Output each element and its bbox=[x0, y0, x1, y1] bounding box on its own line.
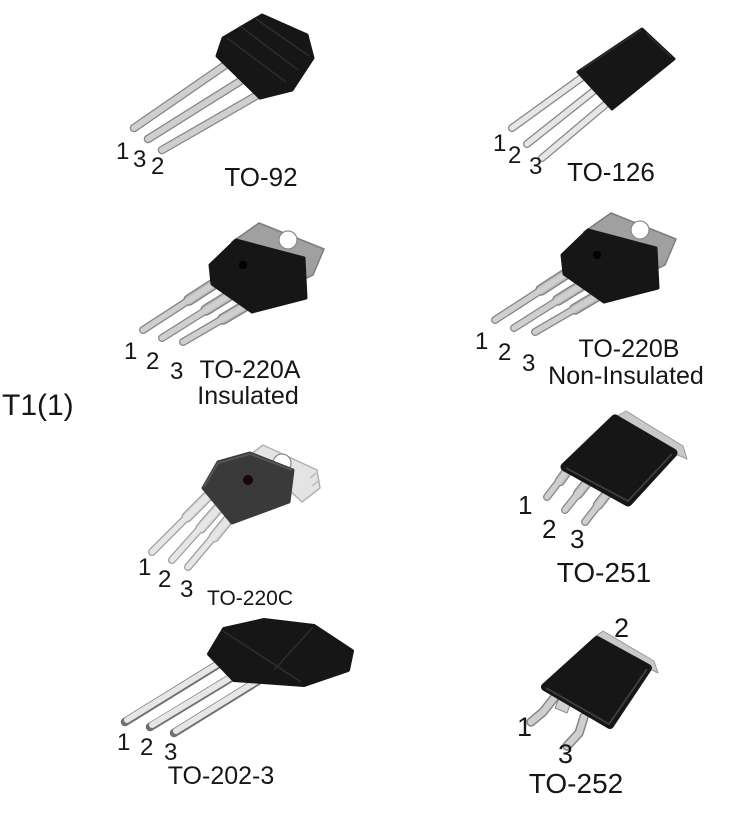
body-bevel bbox=[565, 453, 673, 503]
to-220c-illustration bbox=[148, 444, 321, 571]
pin-label: 1 bbox=[517, 712, 533, 742]
mold-dot bbox=[592, 250, 602, 260]
mounting-hole bbox=[278, 230, 298, 250]
leads bbox=[526, 693, 589, 751]
package-to-202-3: 1 2 3 TO-202-3 bbox=[90, 610, 380, 810]
pin-label: 3 bbox=[529, 153, 543, 180]
mounting-hole bbox=[630, 220, 650, 240]
pin-label: 1 bbox=[116, 138, 130, 165]
mold-facet-lines bbox=[580, 29, 672, 71]
package-name: TO-126 bbox=[567, 157, 655, 187]
pin-label: 3 bbox=[558, 739, 574, 769]
package-name: TO-251 bbox=[556, 557, 652, 588]
pin-label: 2 bbox=[158, 566, 172, 593]
to-202-3-illustration bbox=[120, 618, 354, 738]
package-to-252: 1 2 3 TO-252 bbox=[490, 610, 720, 810]
pin-label: 2 bbox=[614, 613, 630, 643]
mold-dot bbox=[238, 260, 248, 270]
pin-label: 3 bbox=[164, 739, 178, 766]
to-252-illustration bbox=[526, 630, 659, 751]
tab-serrations bbox=[309, 472, 319, 487]
package-body bbox=[201, 451, 295, 525]
body-bevel bbox=[545, 668, 648, 726]
package-name: TO-220C bbox=[207, 587, 293, 610]
package-to-220b: 1 2 3 TO-220B Non-Insulated bbox=[452, 200, 732, 400]
pin-label: 1 bbox=[475, 328, 489, 355]
package-to-92: 1 3 2 TO-92 bbox=[90, 10, 370, 210]
pin-label: 2 bbox=[498, 339, 512, 366]
package-body bbox=[208, 238, 308, 314]
pin-label: 3 bbox=[180, 576, 194, 603]
package-subtitle: Insulated bbox=[197, 382, 299, 410]
pin-label: 1 bbox=[138, 554, 152, 581]
group-label: T1(1) bbox=[2, 389, 74, 422]
package-body bbox=[560, 228, 660, 304]
package-to-126: 1 2 3 TO-126 bbox=[460, 10, 734, 210]
package-to-220c: 1 2 3 TO-220C bbox=[120, 420, 380, 620]
to-92-illustration bbox=[129, 13, 315, 155]
package-name: TO-202-3 bbox=[167, 762, 275, 790]
mold-facet-lines bbox=[226, 18, 310, 83]
leads bbox=[491, 264, 608, 336]
package-to-220a: 1 2 3 TO-220A Insulated bbox=[100, 210, 380, 410]
body-bevel bbox=[203, 453, 293, 488]
mold-facet-lines bbox=[222, 626, 314, 683]
pin-label: 2 bbox=[542, 514, 557, 544]
mold-dot bbox=[243, 475, 253, 485]
pin-label: 3 bbox=[133, 146, 147, 173]
package-subtitle: Non-Insulated bbox=[548, 362, 704, 390]
leads bbox=[120, 657, 271, 738]
pin-label: 1 bbox=[124, 338, 138, 365]
package-body bbox=[215, 13, 315, 100]
pin-label: 2 bbox=[508, 142, 522, 169]
to-220b-illustration bbox=[491, 212, 677, 336]
pin-label: 3 bbox=[570, 524, 585, 554]
pin-label: 2 bbox=[146, 348, 160, 375]
pin-label: 2 bbox=[151, 153, 165, 180]
package-name: TO-92 bbox=[224, 162, 298, 192]
pin-label: 2 bbox=[140, 734, 154, 761]
package-to-251: 1 2 3 TO-251 bbox=[490, 410, 720, 600]
pin-label: 1 bbox=[493, 130, 507, 157]
package-name: TO-220A bbox=[199, 356, 301, 384]
pin-label: 1 bbox=[518, 490, 533, 520]
leads bbox=[508, 69, 616, 162]
package-name: TO-252 bbox=[528, 768, 624, 799]
to-220a-illustration bbox=[139, 222, 325, 346]
pin-label: 1 bbox=[117, 729, 131, 756]
package-name: TO-220B bbox=[578, 335, 680, 363]
pin-label: 3 bbox=[170, 358, 184, 385]
pin-label: 3 bbox=[522, 350, 536, 377]
to-251-illustration bbox=[543, 410, 688, 526]
to-126-illustration bbox=[508, 27, 676, 162]
package-body bbox=[207, 618, 354, 687]
